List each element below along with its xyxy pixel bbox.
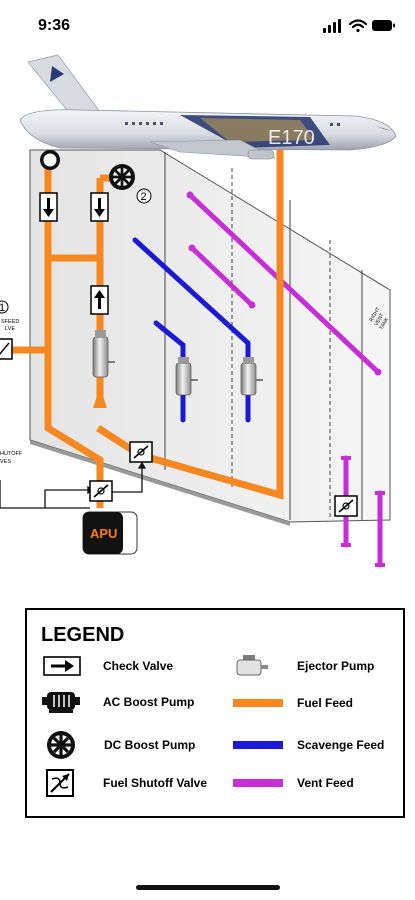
status-bar: 9:36 <box>0 0 415 50</box>
crossfeed-valve-icon <box>0 338 13 360</box>
apu-unit: APU <box>82 511 138 555</box>
legend-item-ejector-pump: Ejector Pump <box>233 654 374 678</box>
legend-label: Ejector Pump <box>297 659 375 673</box>
check-valve-icon <box>90 192 109 222</box>
legend-item-ac-boost-pump: AC Boost Pump <box>41 690 194 714</box>
legend-item-check-valve: Check Valve <box>43 654 173 678</box>
legend-title: LEGEND <box>41 624 125 646</box>
fuel-feed-line-icon <box>233 699 283 707</box>
scavenge-feed-lines <box>132 237 251 423</box>
svg-text:HUTOFF: HUTOFF <box>0 451 23 457</box>
legend-label: Fuel Shutoff Valve <box>103 776 208 790</box>
fuel-system-diagram: RIGHT VENT TANK <box>0 54 397 568</box>
svg-text:1: 1 <box>0 302 5 314</box>
fuel-shutoff-valve-icon <box>334 495 358 517</box>
callout-2: 2 <box>136 188 152 204</box>
legend-item-fuel-feed: Fuel Feed <box>233 691 353 715</box>
ejector-pump-icon <box>236 655 268 676</box>
svg-text:LVE: LVE <box>5 326 15 332</box>
legend-label: Scavenge Feed <box>297 738 385 752</box>
svg-text:VES: VES <box>0 459 11 465</box>
legend-item-dc-boost-pump: DC Boost Pump <box>44 730 195 760</box>
fuel-shutoff-valve-icon <box>89 480 113 502</box>
fuel-shutoff-valve-icon <box>129 441 153 463</box>
check-valve-icon <box>43 656 81 676</box>
svg-text:SFEED: SFEED <box>1 319 19 325</box>
fuel-feed-outlet <box>93 396 107 408</box>
vent-feed-caps <box>186 191 385 567</box>
check-valve-icon <box>90 285 109 315</box>
legend-item-scavenge-feed: Scavenge Feed <box>233 733 384 757</box>
dc-boost-pump-icon <box>109 164 135 190</box>
wing-tank: RIGHT VENT TANK <box>29 149 391 526</box>
cellular-signal-icon <box>323 19 341 33</box>
aircraft-image: E170 <box>19 54 397 160</box>
legend-panel: LEGEND Check Valve Ejector Pump AC Boo <box>25 608 405 818</box>
crossfeed-valve-label: SFEED LVE <box>1 319 19 332</box>
legend-label: Fuel Feed <box>297 696 354 710</box>
battery-icon <box>372 20 395 31</box>
legend-label: AC Boost Pump <box>103 695 195 709</box>
dc-boost-pump-icon <box>40 150 60 170</box>
legend-label: Check Valve <box>103 659 174 673</box>
legend-item-vent-feed: Vent Feed <box>233 771 354 795</box>
wifi-icon <box>348 19 368 33</box>
scavenge-feed-line-icon <box>233 741 283 749</box>
legend-label: Vent Feed <box>297 776 354 790</box>
dc-boost-pump-icon <box>47 731 75 759</box>
callout-1: 1 <box>0 300 9 314</box>
status-icons <box>323 19 395 33</box>
status-time: 9:36 <box>38 17 71 34</box>
legend-item-fuel-shutoff-valve: Fuel Shutoff Valve <box>46 768 207 798</box>
vent-feed-line-icon <box>233 779 283 787</box>
ac-boost-pump-icon <box>42 692 80 713</box>
home-indicator[interactable] <box>136 885 280 890</box>
shutoff-valves-label: HUTOFF VES <box>0 451 23 465</box>
svg-text:2: 2 <box>141 191 147 203</box>
svg-text:VENT: VENT <box>374 312 386 327</box>
ejector-pump-icon <box>92 330 115 378</box>
ejector-pump-icon <box>175 357 198 396</box>
fuel-shutoff-valve-icon <box>46 769 74 797</box>
ejector-pump-icon <box>240 357 263 396</box>
svg-text:E170: E170 <box>268 127 315 149</box>
legend-label: DC Boost Pump <box>104 738 196 752</box>
svg-text:APU: APU <box>90 526 117 541</box>
check-valve-icon <box>39 192 58 222</box>
